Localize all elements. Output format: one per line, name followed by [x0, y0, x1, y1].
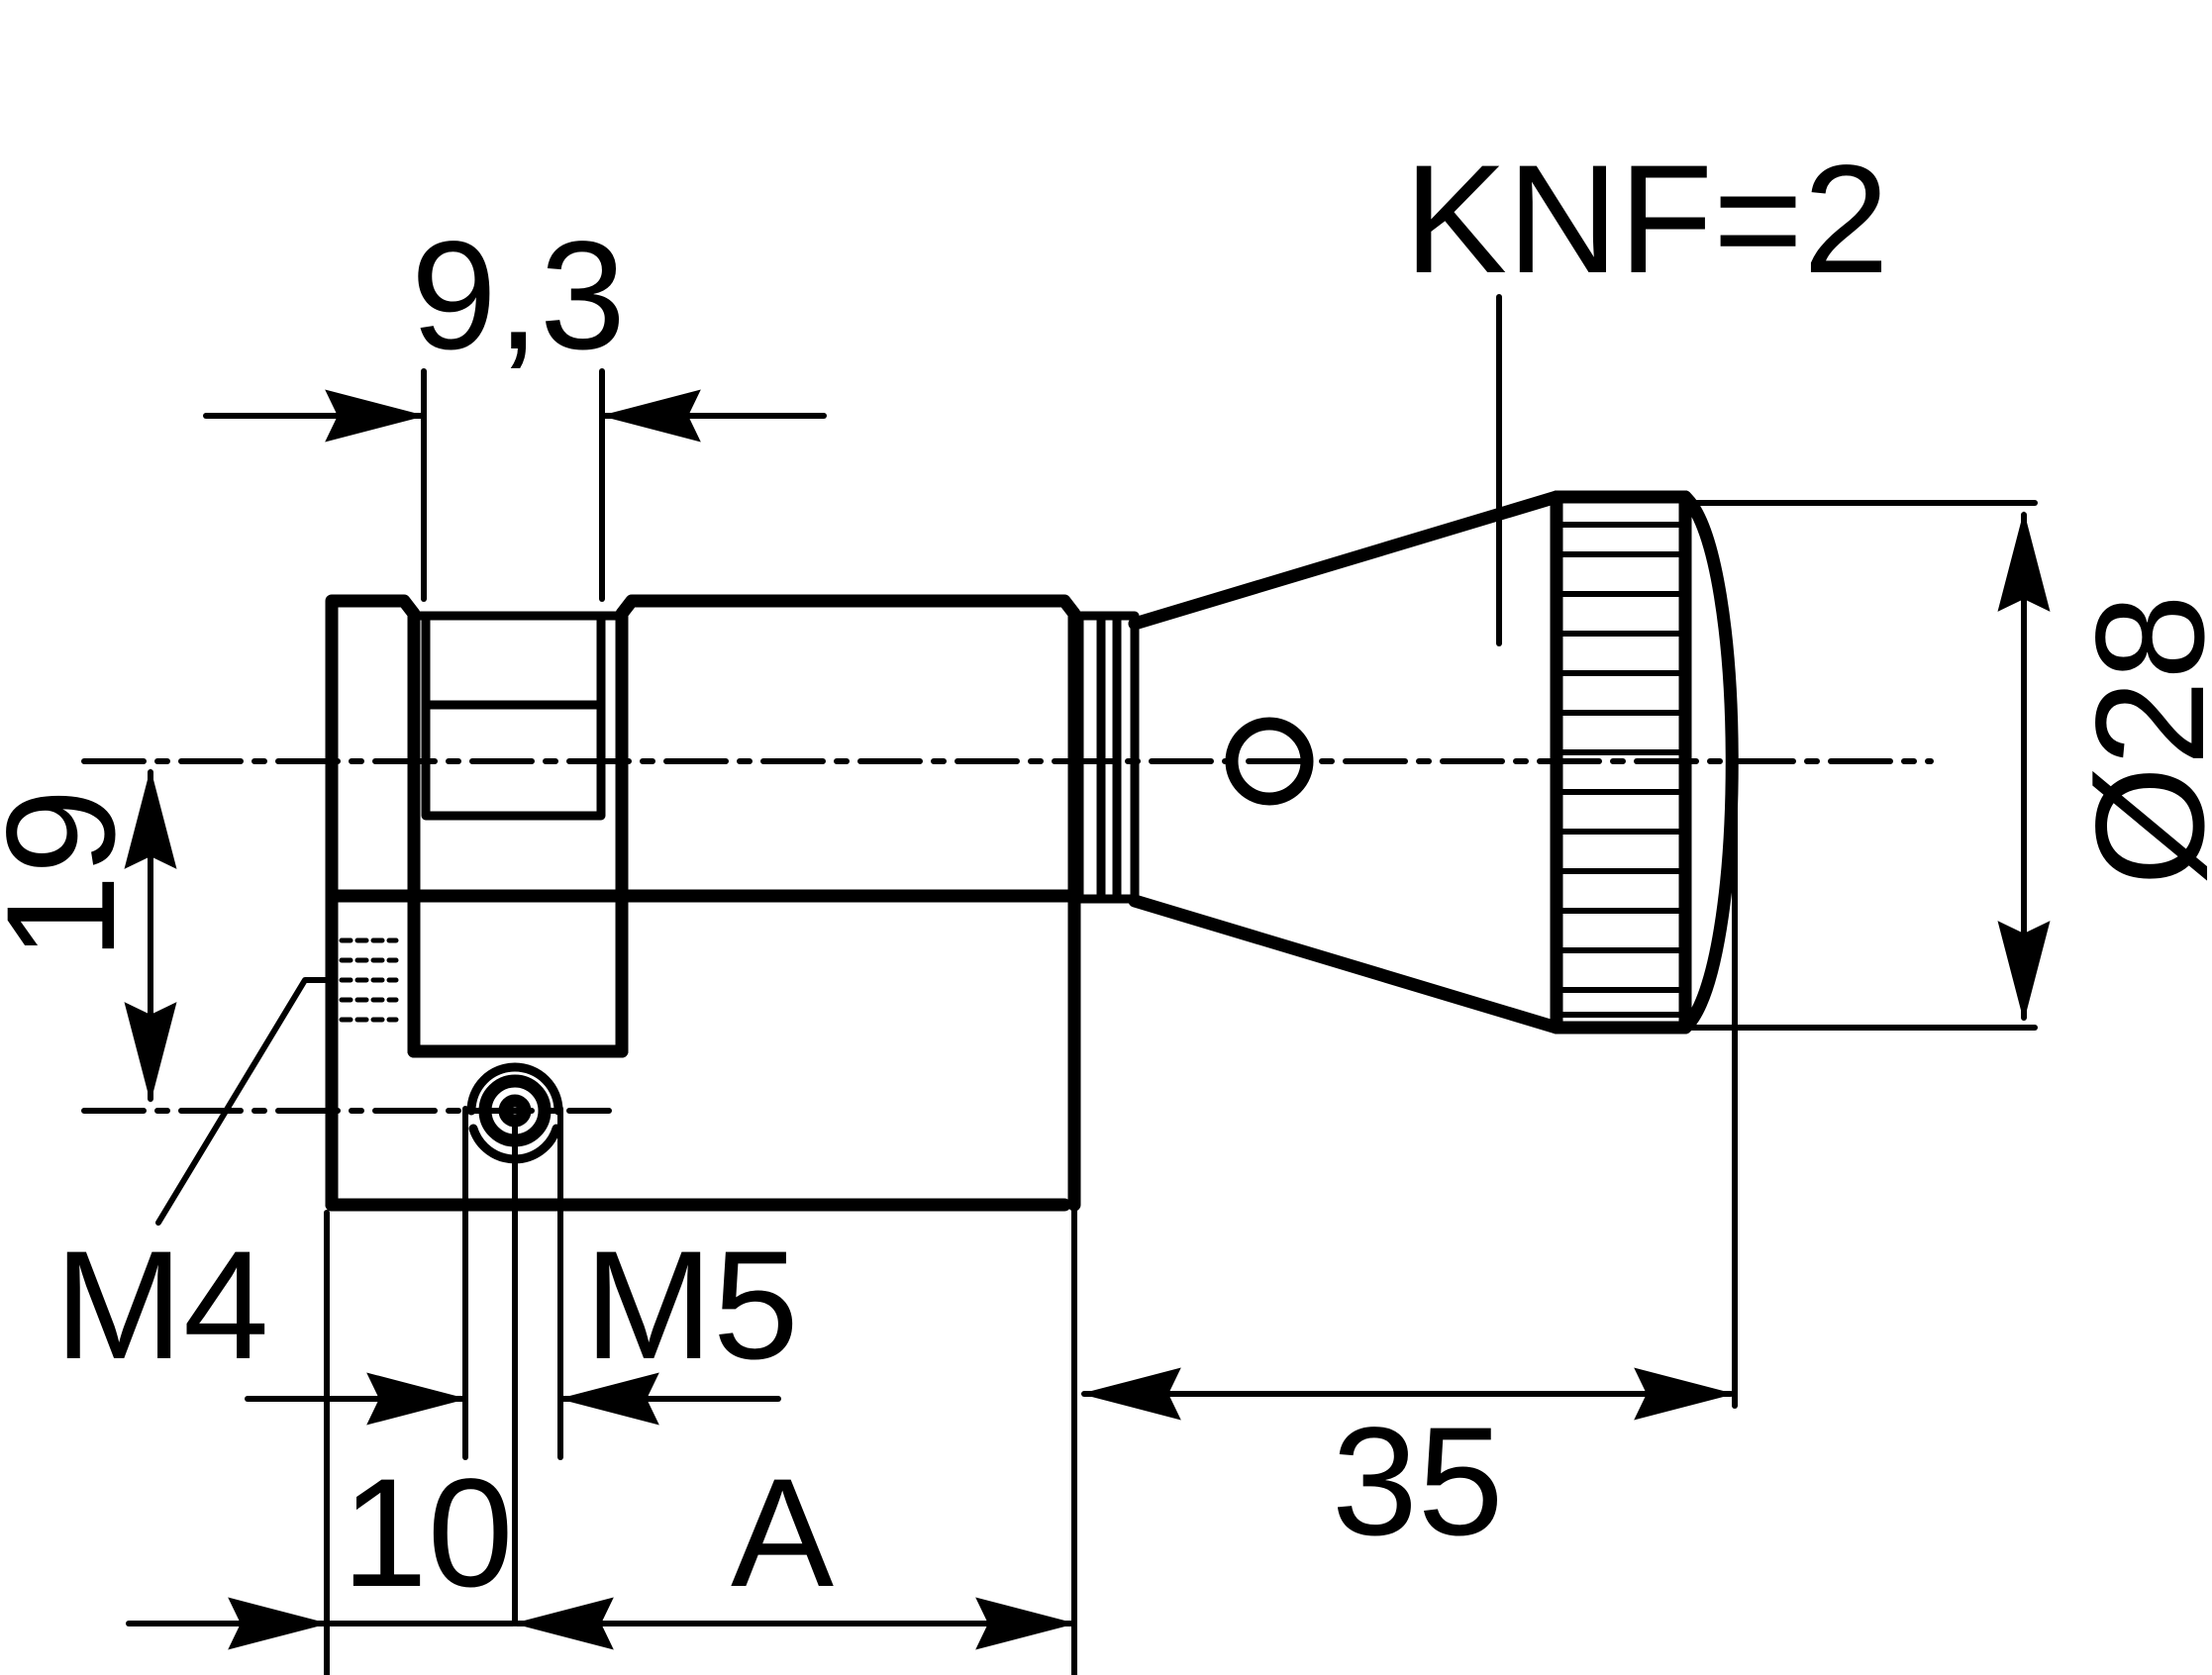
label-19: 19	[0, 788, 148, 960]
label-diameter: Ø28	[2064, 594, 2212, 886]
label-35: 35	[1332, 1396, 1504, 1568]
label-a: A	[731, 1447, 834, 1620]
label-m4: M4	[54, 1220, 269, 1392]
label-knf: KNF=2	[1404, 134, 1889, 306]
tapered-handle	[1128, 490, 1563, 1035]
label-m5: M5	[584, 1220, 799, 1392]
label-9-3: 9,3	[411, 210, 626, 382]
main-body	[325, 594, 1081, 1212]
leader-m4: M4	[54, 977, 335, 1392]
hidden-thread-m4	[339, 937, 399, 1023]
dim-9-3: 9,3	[203, 210, 827, 602]
dim-35: 35	[1080, 769, 1738, 1568]
dim-19: 19	[0, 768, 177, 1103]
neck	[1074, 611, 1140, 904]
knurled-knob	[1550, 490, 1739, 1035]
dim-m5: M5	[245, 1106, 799, 1460]
dim-knf: KNF=2	[1404, 134, 1889, 646]
label-10: 10	[342, 1447, 514, 1620]
dim-diameter: Ø28	[1616, 500, 2212, 1031]
pin-hole	[1225, 717, 1314, 806]
dim-10-a: 10 A	[126, 1116, 1077, 1675]
